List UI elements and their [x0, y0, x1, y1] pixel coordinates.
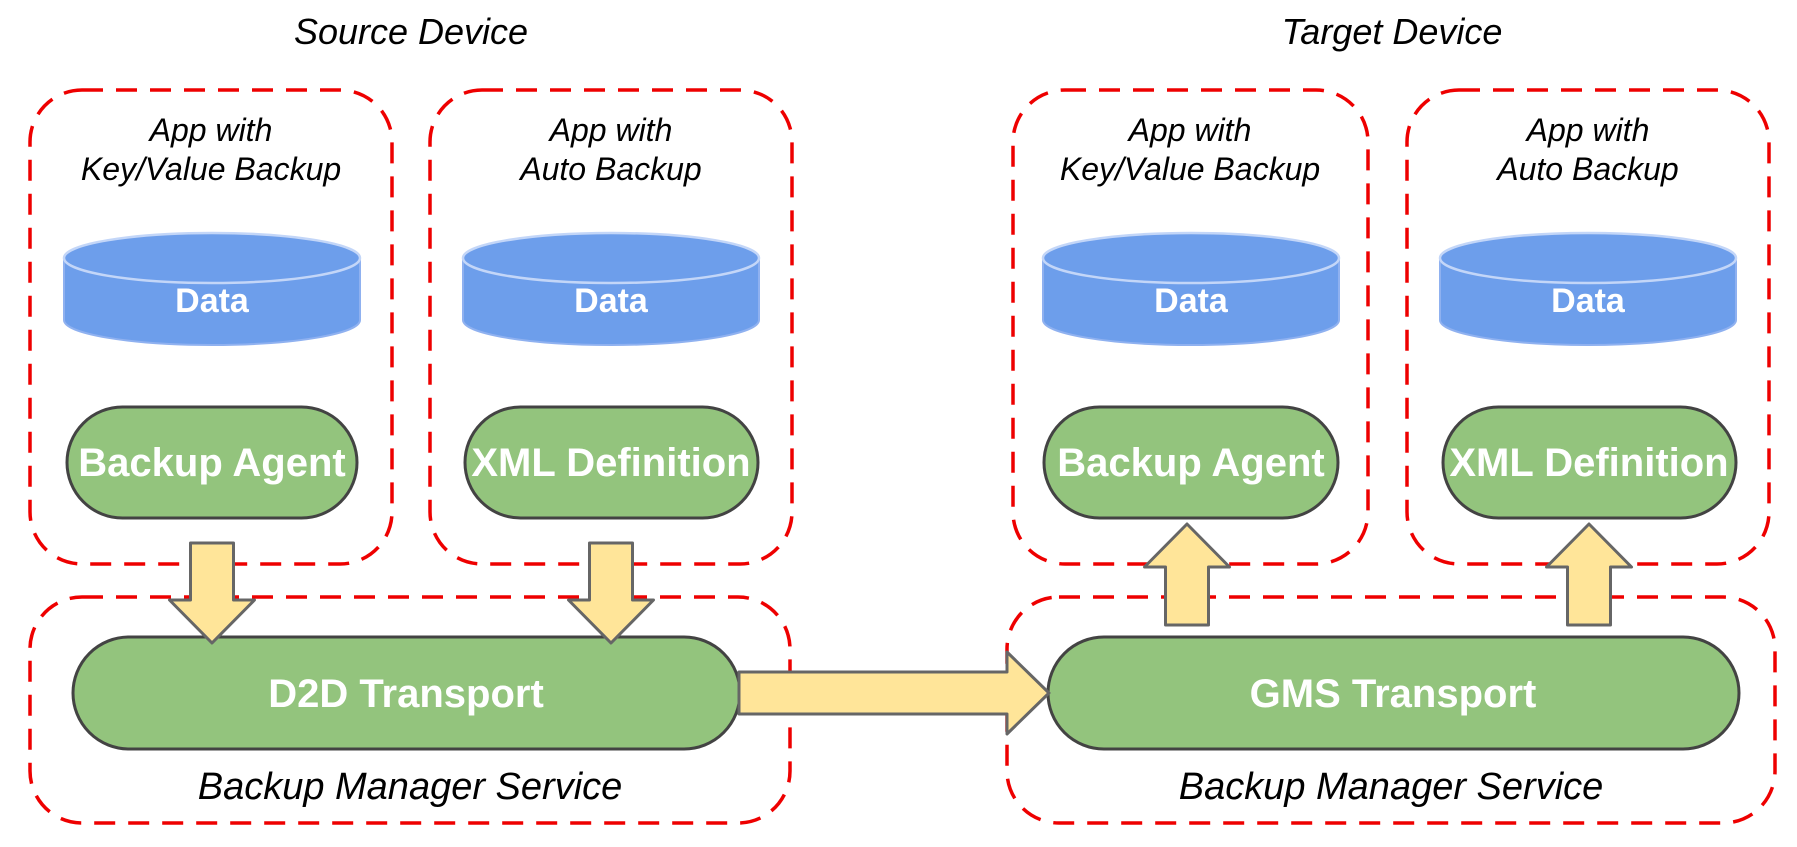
- app-label-line2: Auto Backup: [1495, 151, 1678, 187]
- cylinder-data-label: Data: [175, 282, 250, 320]
- app-label-line1: App with: [148, 112, 273, 148]
- data-cylinder: Data: [62, 231, 362, 346]
- target-backup-agent-node: Backup Agent: [1042, 405, 1340, 520]
- source-backup-manager-label: Backup Manager Service: [198, 766, 623, 808]
- app-label-line2: Key/Value Backup: [81, 151, 341, 187]
- transport-arrow: [737, 650, 1051, 736]
- target-backup-manager-label: Backup Manager Service: [1179, 766, 1604, 808]
- app-label-line1: App with: [1525, 112, 1650, 148]
- data-cylinder: Data: [461, 231, 761, 346]
- app-label-line2: Auto Backup: [518, 151, 701, 187]
- transport-label: GMS Transport: [1250, 672, 1537, 716]
- cylinder-data-label: Data: [1551, 282, 1626, 320]
- source-device-title: Source Device: [294, 11, 528, 52]
- transport-label: D2D Transport: [268, 672, 544, 716]
- data-cylinder: Data: [1438, 231, 1738, 346]
- up-arrow: [1143, 522, 1231, 627]
- component-label: Backup Agent: [1057, 441, 1324, 485]
- app-label-line1: App with: [1127, 112, 1252, 148]
- d2d-transport-node: D2D Transport: [71, 635, 742, 751]
- data-cylinder: Data: [1041, 231, 1341, 346]
- component-label: XML Definition: [471, 441, 750, 485]
- down-arrow: [168, 541, 256, 645]
- cylinder-data-label: Data: [574, 282, 649, 320]
- cylinder-data-label: Data: [1154, 282, 1229, 320]
- component-label: XML Definition: [1449, 441, 1728, 485]
- target-xml-definition-node: XML Definition: [1441, 405, 1738, 520]
- up-arrow: [1545, 522, 1633, 627]
- app-label-line2: Key/Value Backup: [1060, 151, 1320, 187]
- source-xml-definition-node: XML Definition: [463, 405, 760, 520]
- component-label: Backup Agent: [78, 441, 345, 485]
- app-label-line1: App with: [548, 112, 673, 148]
- target-device-title: Target Device: [1282, 11, 1503, 52]
- down-arrow: [567, 541, 655, 645]
- source-backup-agent-node: Backup Agent: [65, 405, 359, 520]
- target-keyvalue-app-box: [1011, 88, 1370, 566]
- gms-transport-node: GMS Transport: [1046, 635, 1741, 751]
